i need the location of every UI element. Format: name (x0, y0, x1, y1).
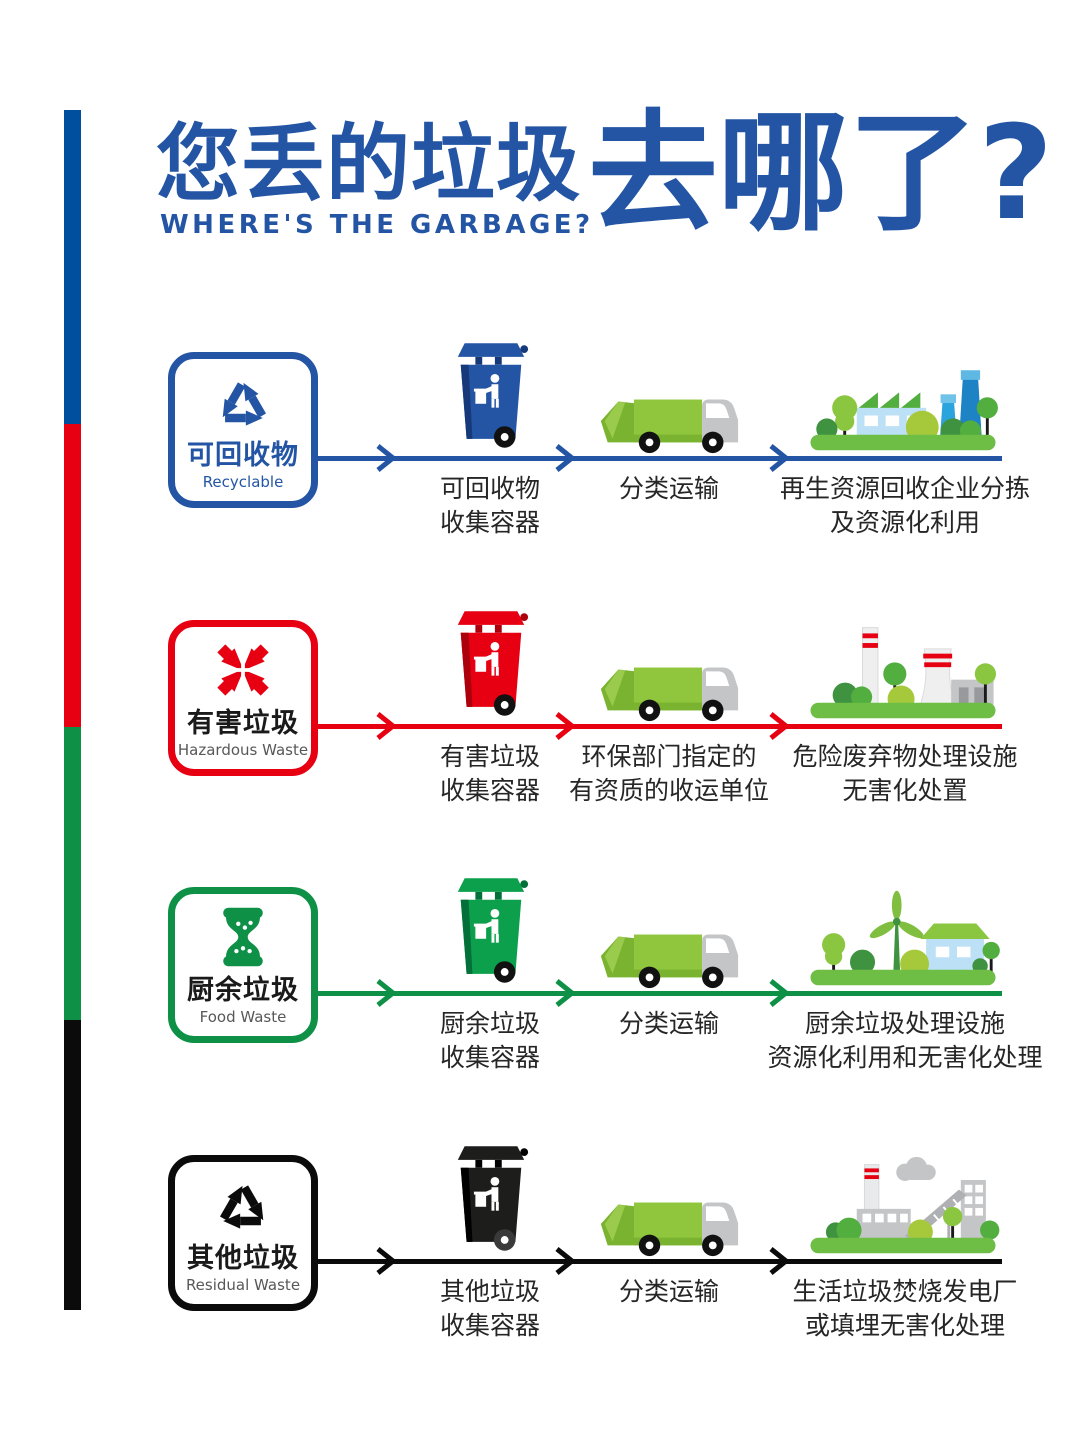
bin-label-line1: 厨余垃圾 (439, 1009, 540, 1038)
category-label-cn: 其他垃圾 (187, 1243, 299, 1274)
legend-bar-food-waste (64, 727, 81, 1020)
bin-label-line2: 收集容器 (439, 1043, 540, 1072)
category-label-cn: 有害垃圾 (187, 708, 299, 739)
facility-label-line2: 无害化处置 (842, 776, 968, 805)
truck-label: 分类运输 (538, 1275, 800, 1309)
arrowhead-icon (769, 712, 790, 740)
facility-label-line1: 生活垃圾焚烧发电厂 (792, 1277, 1018, 1306)
legend-bar-residual (64, 1020, 81, 1310)
facility-label-line2: 或填埋无害化处理 (804, 1311, 1005, 1340)
flow-row-recyclable: 可回收物 Recyclable 可回收物 收 (0, 330, 1080, 560)
flow-line (318, 1259, 1002, 1264)
bin-label-line2: 收集容器 (439, 508, 540, 537)
category-label-en: Recyclable (202, 473, 284, 491)
arrowhead-icon (769, 444, 790, 472)
flow-line (318, 724, 1002, 729)
arrowhead-icon (555, 444, 576, 472)
facility-label: 厨余垃圾处理设施 资源化利用和无害化处理 (755, 1007, 1055, 1075)
arrowhead-icon (769, 979, 790, 1007)
food-waste-facility-icon (803, 885, 1003, 991)
bin-label-line2: 收集容器 (439, 1311, 540, 1340)
garbage-truck-icon (595, 648, 741, 726)
facility-label: 再生资源回收企业分拣 及资源化利用 (755, 472, 1055, 540)
arrowhead-icon (555, 979, 576, 1007)
food-waste-bin-icon (450, 873, 532, 985)
category-label-en: Residual Waste (185, 1276, 301, 1294)
truck-label-line2: 有资质的收运单位 (568, 776, 769, 805)
incineration-plant-icon (803, 1153, 1003, 1259)
category-box-food-waste: 厨余垃圾 Food Waste (168, 887, 318, 1043)
arrowhead-icon (376, 979, 397, 1007)
page-title: 您丢的垃圾 (156, 115, 582, 213)
recyclable-bin-icon (450, 338, 532, 450)
flow-line (318, 456, 1002, 461)
truck-label-line1: 分类运输 (618, 474, 719, 503)
arrowhead-icon (555, 1247, 576, 1275)
flow-row-hazardous: 有害垃圾 Hazardous Waste 有害垃圾 (0, 598, 1080, 828)
truck-label-line1: 环保部门指定的 (581, 742, 757, 771)
facility-label-line1: 再生资源回收企业分拣 (779, 474, 1030, 503)
bin-label: 其他垃圾 收集容器 (380, 1275, 600, 1343)
bin-label: 有害垃圾 收集容器 (380, 740, 600, 808)
food-waste-hourglass-icon (175, 904, 311, 976)
legend-bar-hazardous (64, 424, 81, 727)
truck-label: 分类运输 (538, 1007, 800, 1041)
flow-line (318, 991, 1002, 996)
category-label-cn: 厨余垃圾 (187, 975, 299, 1006)
arrowhead-icon (555, 712, 576, 740)
facility-label-line1: 厨余垃圾处理设施 (804, 1009, 1005, 1038)
category-box-recyclable: 可回收物 Recyclable (168, 352, 318, 508)
garbage-truck-icon (595, 380, 741, 458)
facility-label-line1: 危险废弃物处理设施 (792, 742, 1018, 771)
residual-waste-triangle-icon (175, 1172, 311, 1244)
recycle-triangle-icon (175, 369, 311, 441)
bin-label-line1: 其他垃圾 (439, 1277, 540, 1306)
facility-label-line2: 及资源化利用 (829, 508, 980, 537)
category-box-residual: 其他垃圾 Residual Waste (168, 1155, 318, 1311)
hazardous-treatment-facility-icon (803, 618, 1003, 724)
category-label-cn: 可回收物 (187, 440, 299, 471)
recycling-plant-icon (803, 350, 1003, 456)
truck-label: 分类运输 (538, 472, 800, 506)
truck-label: 环保部门指定的 有资质的收运单位 (538, 740, 800, 808)
truck-label-line1: 分类运输 (618, 1277, 719, 1306)
facility-label-line2: 资源化利用和无害化处理 (767, 1043, 1043, 1072)
legend-bar-recyclable (64, 110, 81, 424)
hazardous-x-arrows-icon (175, 637, 311, 709)
bin-label: 可回收物 收集容器 (380, 472, 600, 540)
category-box-hazardous: 有害垃圾 Hazardous Waste (168, 620, 318, 776)
residual-bin-icon (450, 1141, 532, 1253)
bin-label-line1: 有害垃圾 (439, 742, 540, 771)
page-subtitle-en: WHERE'S THE GARBAGE? (160, 210, 594, 240)
facility-label: 生活垃圾焚烧发电厂 或填埋无害化处理 (755, 1275, 1055, 1343)
facility-label: 危险废弃物处理设施 无害化处置 (755, 740, 1055, 808)
hazardous-bin-icon (450, 606, 532, 718)
arrowhead-icon (769, 1247, 790, 1275)
page-title-question: 去哪了? (588, 97, 1054, 249)
bin-label: 厨余垃圾 收集容器 (380, 1007, 600, 1075)
truck-label-line1: 分类运输 (618, 1009, 719, 1038)
garbage-truck-icon (595, 1183, 741, 1261)
bin-label-line1: 可回收物 (439, 474, 540, 503)
arrowhead-icon (376, 1247, 397, 1275)
bin-label-line2: 收集容器 (439, 776, 540, 805)
category-label-en: Food Waste (199, 1008, 287, 1026)
arrowhead-icon (376, 712, 397, 740)
category-label-en: Hazardous Waste (177, 741, 309, 759)
garbage-truck-icon (595, 915, 741, 993)
flow-row-food-waste: 厨余垃圾 Food Waste 厨余垃圾 收 (0, 865, 1080, 1095)
arrowhead-icon (376, 444, 397, 472)
flow-row-residual: 其他垃圾 Residual Waste 其他垃圾 (0, 1133, 1080, 1363)
